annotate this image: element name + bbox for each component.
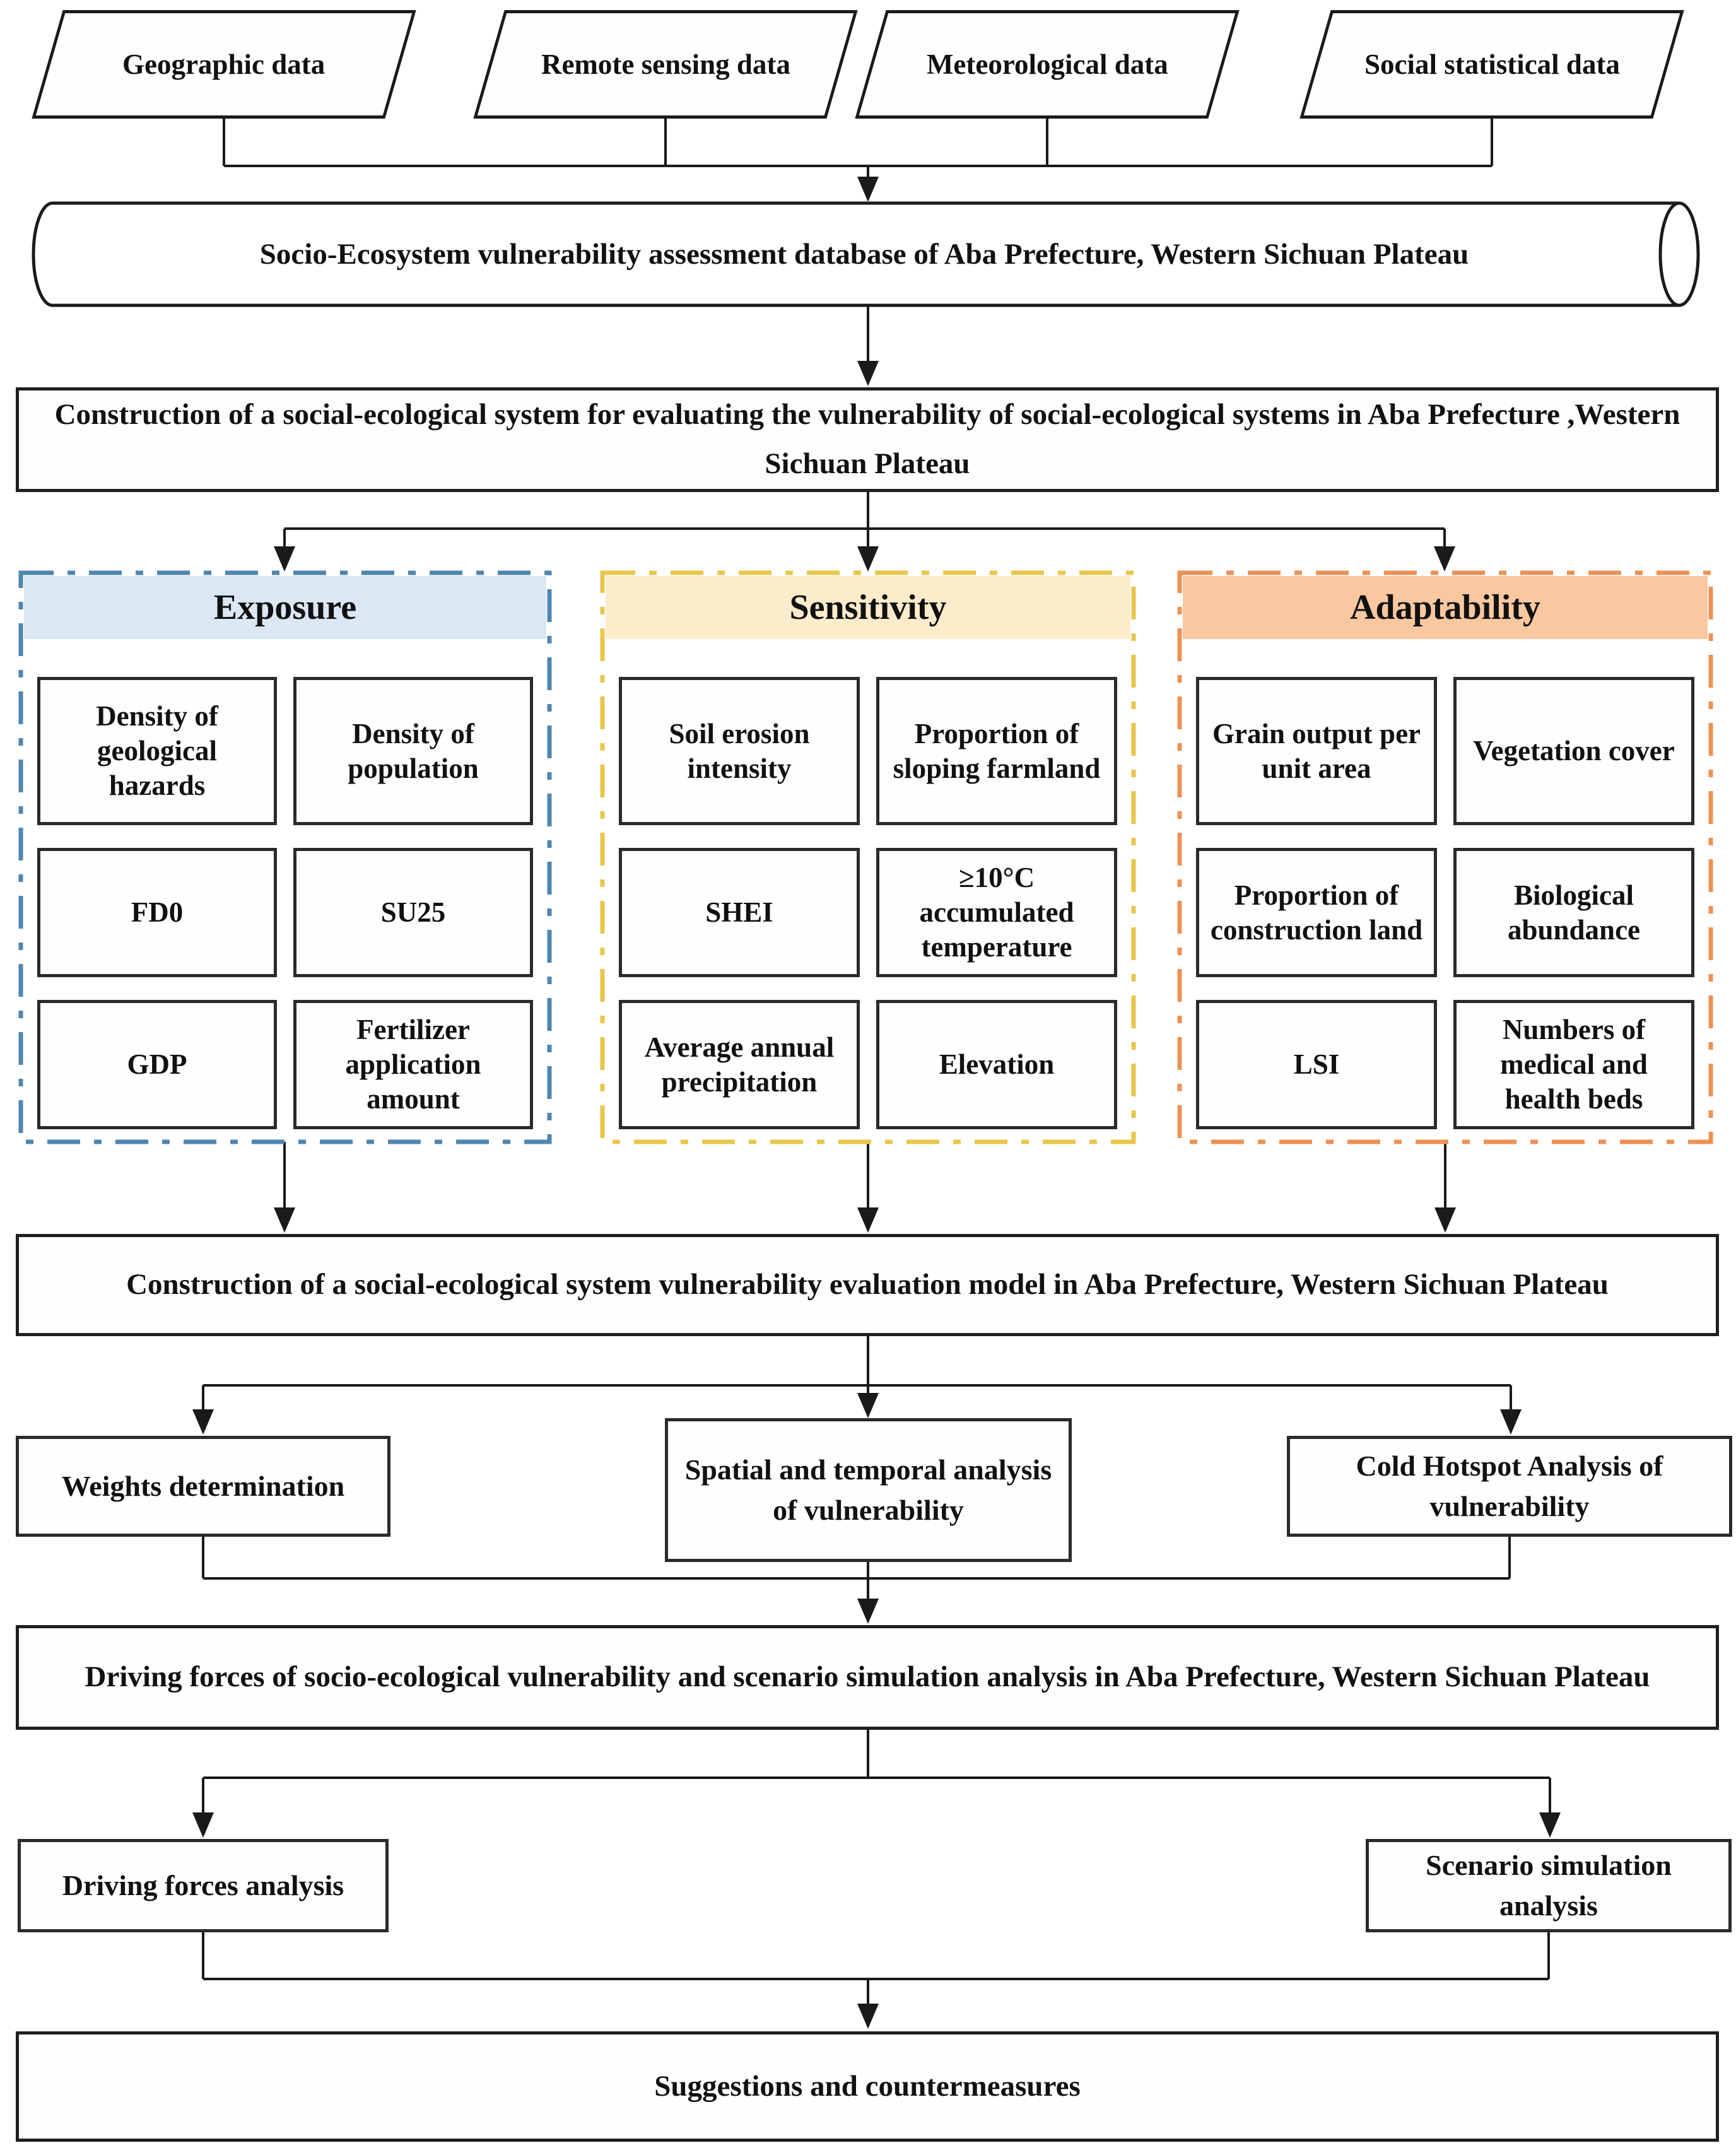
source-label: Meteorological data [926, 48, 1168, 80]
spatial-temporal-analysis-box: Spatial and temporal analysis of vulnera… [665, 1418, 1072, 1562]
indicator-label: Average annual precipitation [644, 1031, 835, 1098]
panel-title: Adaptability [1350, 588, 1540, 627]
indicator-label: GDP [127, 1048, 187, 1081]
indicator-label: SHEI [705, 896, 773, 929]
panel-adaptability-grid: Grain output per unit area Vegetation co… [1196, 677, 1694, 1129]
indicator-label: Grain output per unit area [1212, 717, 1421, 784]
indicator-label: LSI [1293, 1048, 1340, 1081]
indicator-box: LSI [1196, 1000, 1437, 1129]
indicator-box: Soil erosion intensity [619, 677, 860, 825]
indicator-box: Density of population [293, 677, 533, 825]
driving-scenario-box: Driving forces of socio-ecological vulne… [16, 1625, 1719, 1730]
indicator-box: Average annual precipitation [619, 1000, 860, 1129]
panel-exposure: Exposure Density of geological hazards D… [21, 573, 549, 1142]
indicator-label: Vegetation cover [1473, 735, 1675, 767]
source-meteorological-data: Meteorological data [855, 10, 1240, 119]
indicator-label: Fertilizer application amount [345, 1014, 481, 1115]
database-cylinder: Socio-Ecosystem vulnerability assessment… [88, 208, 1640, 300]
cold-hotspot-analysis-box: Cold Hotspot Analysis of vulnerability [1287, 1436, 1732, 1537]
indicator-box: Fertilizer application amount [293, 1000, 533, 1129]
sensitivity-panel-frame [600, 570, 1136, 1144]
source-label: Social statistical data [1364, 48, 1620, 80]
indicator-box: GDP [37, 1000, 277, 1129]
panel-sensitivity: Sensitivity Soil erosion intensity Propo… [602, 573, 1134, 1142]
indicator-label: Biological abundance [1507, 879, 1641, 946]
system-construction-box: Construction of a social-ecological syst… [16, 387, 1719, 492]
indicator-box: Grain output per unit area [1196, 677, 1437, 825]
source-label: Geographic data [122, 48, 326, 80]
panel-sensitivity-header: Sensitivity [606, 576, 1130, 639]
indicator-box: SU25 [293, 848, 533, 977]
source-geographic-data: Geographic data [32, 10, 416, 119]
connector-lines [202, 119, 1551, 2006]
indicator-box: Vegetation cover [1453, 677, 1694, 825]
conclusion-label: Suggestions and countermeasures [654, 2069, 1081, 2103]
panel-exposure-grid: Density of geological hazards Density of… [37, 677, 533, 1129]
analysis-label: Spatial and temporal analysis of vulnera… [684, 1453, 1052, 1526]
indicator-label: Elevation [939, 1048, 1055, 1081]
source-remote-sensing-data: Remote sensing data [473, 10, 858, 119]
database-label: Socio-Ecosystem vulnerability assessment… [259, 238, 1469, 271]
indicator-label: Density of geological hazards [96, 700, 218, 801]
panel-sensitivity-grid: Soil erosion intensity Proportion of slo… [619, 677, 1117, 1129]
database-cylinder-shape [32, 201, 1700, 307]
scenario-simulation-analysis-box: Scenario simulation analysis [1366, 1839, 1732, 1932]
panel-exposure-header: Exposure [24, 576, 546, 639]
indicator-box: Numbers of medical and health beds [1453, 1000, 1694, 1129]
panel-adaptability: Adaptability Grain output per unit area … [1180, 573, 1711, 1142]
indicator-box: Proportion of sloping farmland [876, 677, 1117, 825]
model-construction-box: Construction of a social-ecological syst… [16, 1234, 1719, 1336]
indicator-label: Density of population [348, 717, 479, 784]
exposure-panel-frame [18, 570, 552, 1144]
indicator-label: Numbers of medical and health beds [1500, 1014, 1648, 1115]
indicator-label: FD0 [131, 896, 184, 929]
source-social-statistical-data: Social statistical data [1299, 10, 1684, 119]
model-construction-label: Construction of a social-ecological syst… [126, 1268, 1609, 1301]
indicator-label: ≥10°C accumulated temperature [919, 862, 1074, 963]
indicator-label: Soil erosion intensity [669, 717, 810, 784]
driving-scenario-label: Driving forces of socio-ecological vulne… [85, 1660, 1650, 1694]
indicator-box: FD0 [37, 848, 277, 977]
arrowheads [192, 177, 1561, 2029]
indicator-label: Proportion of sloping farmland [893, 717, 1101, 784]
adaptability-panel-frame [1177, 570, 1713, 1144]
driving-forces-analysis-box: Driving forces analysis [18, 1839, 389, 1932]
conclusion-box: Suggestions and countermeasures [16, 2031, 1719, 2142]
analysis-label: Cold Hotspot Analysis of vulnerability [1356, 1449, 1663, 1522]
analysis-label: Weights determination [61, 1469, 345, 1502]
branch-label: Scenario simulation analysis [1426, 1848, 1672, 1922]
panel-title: Exposure [213, 588, 357, 627]
indicator-box: Biological abundance [1453, 848, 1694, 977]
indicator-label: SU25 [380, 896, 446, 929]
branch-label: Driving forces analysis [62, 1869, 344, 1901]
indicator-label: Proportion of construction land [1210, 879, 1423, 946]
panel-adaptability-header: Adaptability [1183, 576, 1708, 639]
weights-determination-box: Weights determination [16, 1436, 390, 1537]
indicator-box: Proportion of construction land [1196, 848, 1437, 977]
indicator-box: SHEI [619, 848, 860, 977]
system-construction-label: Construction of a social-ecological syst… [54, 398, 1680, 480]
indicator-box: Density of geological hazards [37, 677, 277, 825]
panel-title: Sensitivity [789, 588, 947, 627]
indicator-box: Elevation [876, 1000, 1117, 1129]
source-label: Remote sensing data [541, 48, 790, 80]
indicator-box: ≥10°C accumulated temperature [876, 848, 1117, 977]
